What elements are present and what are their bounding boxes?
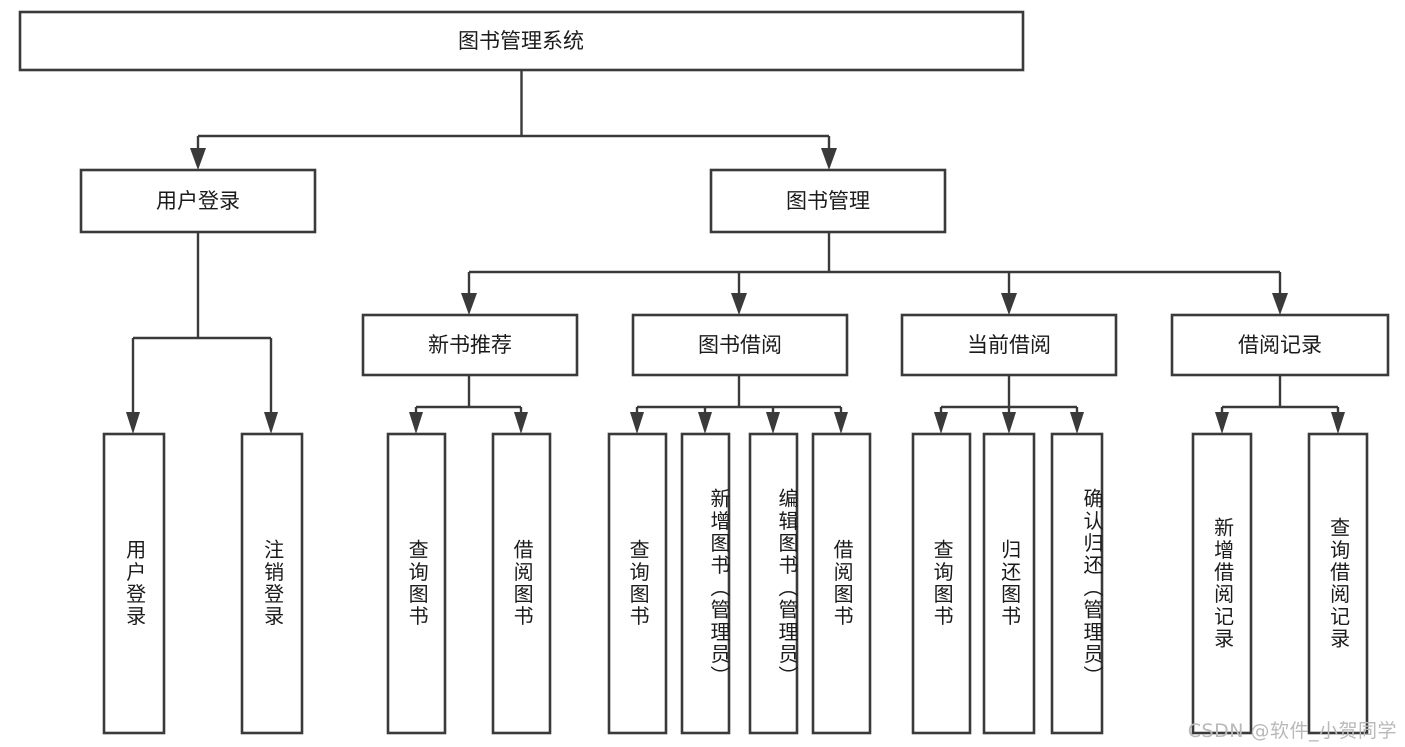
arrowhead-leaf-edit-book <box>766 412 780 434</box>
arrowhead-book-manage <box>821 148 837 170</box>
node-box-leaf-query-book-3[interactable] <box>911 432 972 735</box>
connector-layer <box>126 70 1345 434</box>
arrowhead-borrow-record <box>1272 293 1288 315</box>
arrowhead-user-login <box>190 148 206 170</box>
node-label-book-manage: 图书管理 <box>786 189 870 213</box>
arrowhead-leaf-user-logout <box>264 412 278 434</box>
arrowhead-leaf-borrow-book-1 <box>514 412 528 434</box>
node-box-leaf-return-book[interactable] <box>982 432 1036 735</box>
arrowhead-current-borrow <box>1001 293 1017 315</box>
node-box-borrow-record[interactable] <box>1170 313 1390 377</box>
node-label-book-borrow: 图书借阅 <box>698 333 782 357</box>
arrowhead-book-borrow <box>731 293 747 315</box>
node-box-leaf-add-record[interactable] <box>1191 432 1253 735</box>
node-box-leaf-user-login[interactable] <box>102 432 166 735</box>
arrowhead-leaf-query-book-2 <box>630 412 644 434</box>
node-box-leaf-edit-book[interactable] <box>748 432 799 735</box>
node-box-book-manage[interactable] <box>709 168 947 234</box>
node-label-user-login: 用户登录 <box>156 189 240 213</box>
node-box-layer <box>18 10 1390 735</box>
node-box-leaf-add-book[interactable] <box>680 432 731 735</box>
node-box-current-borrow[interactable] <box>900 313 1118 377</box>
watermark-text: CSDN @软件_小贺同学 <box>1187 720 1397 742</box>
horizontal-label-layer: 图书管理系统 用户登录 图书管理 新书推荐 图书借阅 当前借阅 借阅记录 <box>156 29 1322 357</box>
node-box-leaf-query-book-2[interactable] <box>607 432 668 735</box>
node-label-current-borrow: 当前借阅 <box>967 333 1051 357</box>
arrowhead-leaf-query-record <box>1331 412 1345 434</box>
arrowhead-leaf-query-book-3 <box>934 412 948 434</box>
arrowhead-leaf-add-record <box>1215 412 1229 434</box>
node-box-leaf-user-logout[interactable] <box>240 432 304 735</box>
node-label-root: 图书管理系统 <box>458 29 584 53</box>
node-box-leaf-query-record[interactable] <box>1307 432 1369 735</box>
arrowhead-leaf-user-login <box>126 412 140 434</box>
node-box-root[interactable] <box>18 10 1025 72</box>
node-box-leaf-query-book-1[interactable] <box>386 432 447 735</box>
arrowhead-leaf-add-book <box>698 412 712 434</box>
arrowhead-new-book-recommend <box>461 293 477 315</box>
arrowhead-leaf-query-book-1 <box>409 412 423 434</box>
node-label-new-book-recommend: 新书推荐 <box>428 333 512 357</box>
node-box-book-borrow[interactable] <box>631 313 849 377</box>
node-label-borrow-record: 借阅记录 <box>1238 333 1322 357</box>
arrowhead-leaf-confirm-return <box>1070 412 1084 434</box>
node-box-leaf-confirm-return[interactable] <box>1050 432 1104 735</box>
node-box-leaf-borrow-book-1[interactable] <box>491 432 552 735</box>
node-box-user-login[interactable] <box>79 168 317 234</box>
arrowhead-leaf-borrow-book-2 <box>834 412 848 434</box>
node-box-new-book-recommend[interactable] <box>361 313 579 377</box>
arrowhead-leaf-return-book <box>1002 412 1016 434</box>
node-box-leaf-borrow-book-2[interactable] <box>811 432 872 735</box>
